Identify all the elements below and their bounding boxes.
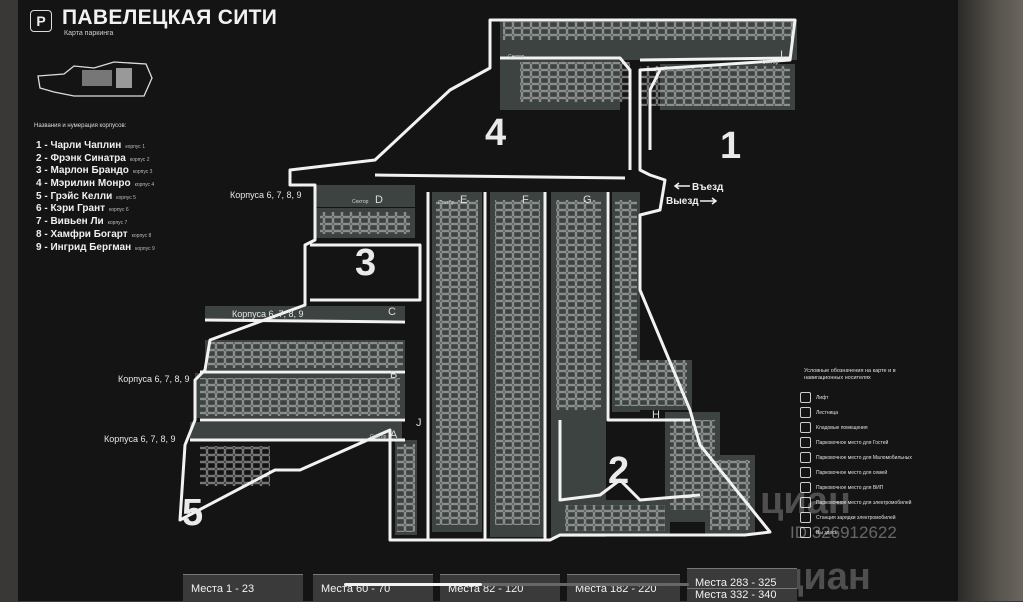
guest-parking-icon <box>800 437 811 448</box>
progress-fill <box>344 583 482 586</box>
parking-icon: P <box>30 10 52 32</box>
corpus-direction-label: Корпуса 6, 7, 8, 9 <box>230 190 302 200</box>
vip-parking-icon <box>800 482 811 493</box>
conventions-list: Лифт Лестница Кладовые помещения Парково… <box>800 390 912 540</box>
building-number-2: 2 <box>608 450 629 492</box>
convention-item: Парковочное место для электромобилей <box>800 495 912 510</box>
convention-item: Вы здесь <box>800 525 912 540</box>
sector-letter-g: G <box>583 194 592 206</box>
sector-caption: Сектор <box>370 434 387 440</box>
places-sign: Места 332 - 340 <box>687 588 797 601</box>
building-number-1: 1 <box>720 125 741 167</box>
watermark-id: ID 326912622 <box>790 523 897 542</box>
convention-item: Лестница <box>800 405 912 420</box>
sector-letter-e: E <box>460 194 467 206</box>
ev-charger-icon <box>800 512 811 523</box>
building-number-3: 3 <box>355 242 376 284</box>
sector-letter-f: F <box>522 194 529 206</box>
sector-caption: Сектор <box>508 54 525 60</box>
entry-label: Въезд <box>692 182 724 193</box>
video-progress-bar[interactable] <box>344 583 689 586</box>
convention-item: Парковочное место для семей <box>800 465 912 480</box>
convention-item: Парковочное место для Гостей <box>800 435 912 450</box>
you-are-here-icon <box>800 527 811 538</box>
storage-icon <box>800 422 811 433</box>
sector-letter-i: I <box>780 49 783 61</box>
sector-letter-h: H <box>652 409 660 421</box>
corpus-direction-label: Корпуса 6, 7, 8, 9 <box>104 434 176 444</box>
map-title: ПАВЕЛЕЦКАЯ СИТИ <box>62 6 278 29</box>
places-sign: Места 60 - 70 <box>313 574 433 602</box>
corpus-direction-label: Корпуса 6, 7, 8, 9 <box>118 374 190 384</box>
sector-caption: Сектор <box>352 199 369 205</box>
conventions-title: Условные обозначения на карте и в навига… <box>804 368 896 381</box>
convention-item: Лифт <box>800 390 912 405</box>
sector-letter-c: C <box>388 306 396 318</box>
places-sign: Места 182 - 220 <box>567 574 680 602</box>
places-sign: Места 1 - 23 <box>183 574 303 602</box>
stairs-icon <box>800 407 811 418</box>
corpus-direction-label: Корпуса 6, 7, 8, 9 <box>232 309 304 319</box>
sector-letter-j: J <box>416 417 422 429</box>
parking-map-board <box>18 0 958 601</box>
ev-parking-icon <box>800 497 811 508</box>
building-number-4: 4 <box>485 112 506 154</box>
sector-letter-b: B <box>390 369 397 381</box>
watermark-logo: циан <box>760 480 851 522</box>
convention-item: Кладовые помещения <box>800 420 912 435</box>
driving-route <box>178 18 797 542</box>
wall-background <box>958 0 1023 601</box>
convention-item: Парковочное место для ВИП <box>800 480 912 495</box>
sector-letter-d: D <box>375 194 383 206</box>
entry-exit-arrows-icon <box>673 182 718 205</box>
convention-item: Парковочное место для Маломобильных <box>800 450 912 465</box>
elevator-icon <box>800 392 811 403</box>
convention-item: Станция зарядки электромобилей <box>800 510 912 525</box>
sector-letter-a: A <box>390 429 398 441</box>
places-sign: Места 82 - 120 <box>440 574 560 602</box>
exit-label: Выезд <box>666 196 699 207</box>
accessible-parking-icon <box>800 452 811 463</box>
building-number-5: 5 <box>182 492 203 534</box>
parking-stalls <box>200 22 793 532</box>
sector-caption: Сектор <box>762 60 779 66</box>
sector-caption: Сектор <box>438 200 455 206</box>
family-parking-icon <box>800 467 811 478</box>
legend-heading: Названия и нумерация корпусов: <box>34 123 127 129</box>
overview-minimap <box>37 61 153 97</box>
map-subtitle: Карта паркинга <box>64 30 114 37</box>
